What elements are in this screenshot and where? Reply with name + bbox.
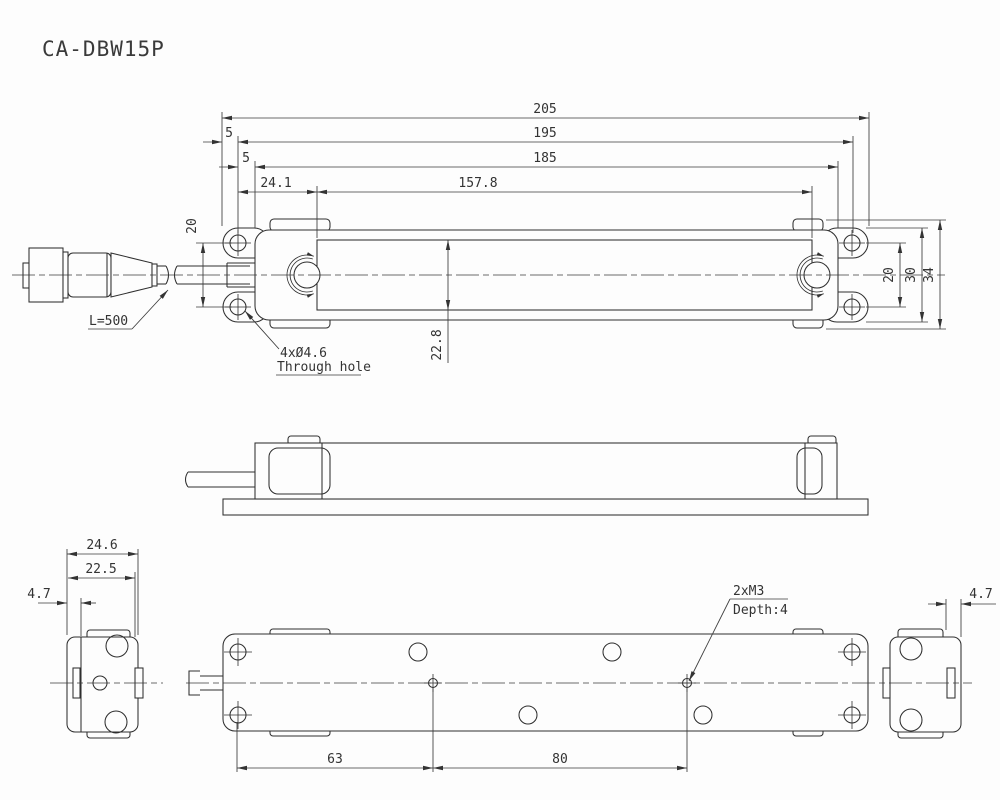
tap-note-2: Depth:4 (733, 603, 788, 618)
dim-window-height: 22.8 (430, 329, 445, 360)
end-block-right (796, 447, 823, 495)
dim-window-length: 157.8 (458, 176, 497, 191)
front-view (12, 218, 945, 329)
dim-end-inner: 22.5 (85, 562, 116, 577)
mount-hole-note-2: Through hole (277, 360, 371, 375)
screw-hole (602, 642, 622, 662)
dim-tap-pitch-1: 63 (327, 752, 343, 767)
right-end-view (882, 628, 962, 739)
dim-ear-height: 30 (904, 267, 919, 283)
dim-side-offset-left: 4.7 (27, 587, 50, 602)
dim-end-gap-1: 5 (225, 126, 233, 141)
bottom-view-dimensions: 24.6 22.5 4.7 4.7 2xM3 Depth:4 63 80 (27, 538, 996, 772)
page-title: CA-DBW15P (42, 37, 165, 61)
end-block-left (268, 447, 331, 495)
dim-hole-pitch-right: 20 (882, 267, 897, 283)
dim-offset-left: 24.1 (260, 176, 291, 191)
mount-hole-note-1: 4xØ4.6 (280, 346, 327, 361)
dim-overall-height: 34 (922, 267, 937, 283)
clamp-tab (269, 218, 331, 232)
clamp-tab (792, 218, 824, 232)
base-plate-bottom (222, 633, 869, 732)
dim-hole-pitch-left: 20 (185, 218, 200, 234)
side-view (184, 435, 869, 516)
cable-side (184, 471, 255, 488)
screw-hole (693, 705, 713, 725)
dim-end-gap-2: 5 (242, 151, 250, 166)
dim-side-offset-right: 4.7 (969, 587, 992, 602)
screw-hole (518, 705, 538, 725)
body-profile (254, 442, 838, 500)
tap-note-1: 2xM3 (733, 584, 764, 599)
screw-hole (408, 642, 428, 662)
dim-tap-pitch-2: 80 (552, 752, 568, 767)
cable-length-label: L=500 (89, 314, 128, 329)
front-view-dimensions: 205 195 5 185 5 24.1 157.8 20 22.8 20 30 (88, 102, 946, 376)
dim-mount-pitch: 195 (533, 126, 556, 141)
dim-end-width: 24.6 (86, 538, 117, 553)
dim-body-length: 185 (533, 151, 556, 166)
base-plate (222, 498, 869, 516)
bottom-view (50, 628, 972, 739)
left-end-view (66, 629, 144, 739)
dim-overall-length: 205 (533, 102, 556, 117)
corner-holes (224, 638, 866, 729)
